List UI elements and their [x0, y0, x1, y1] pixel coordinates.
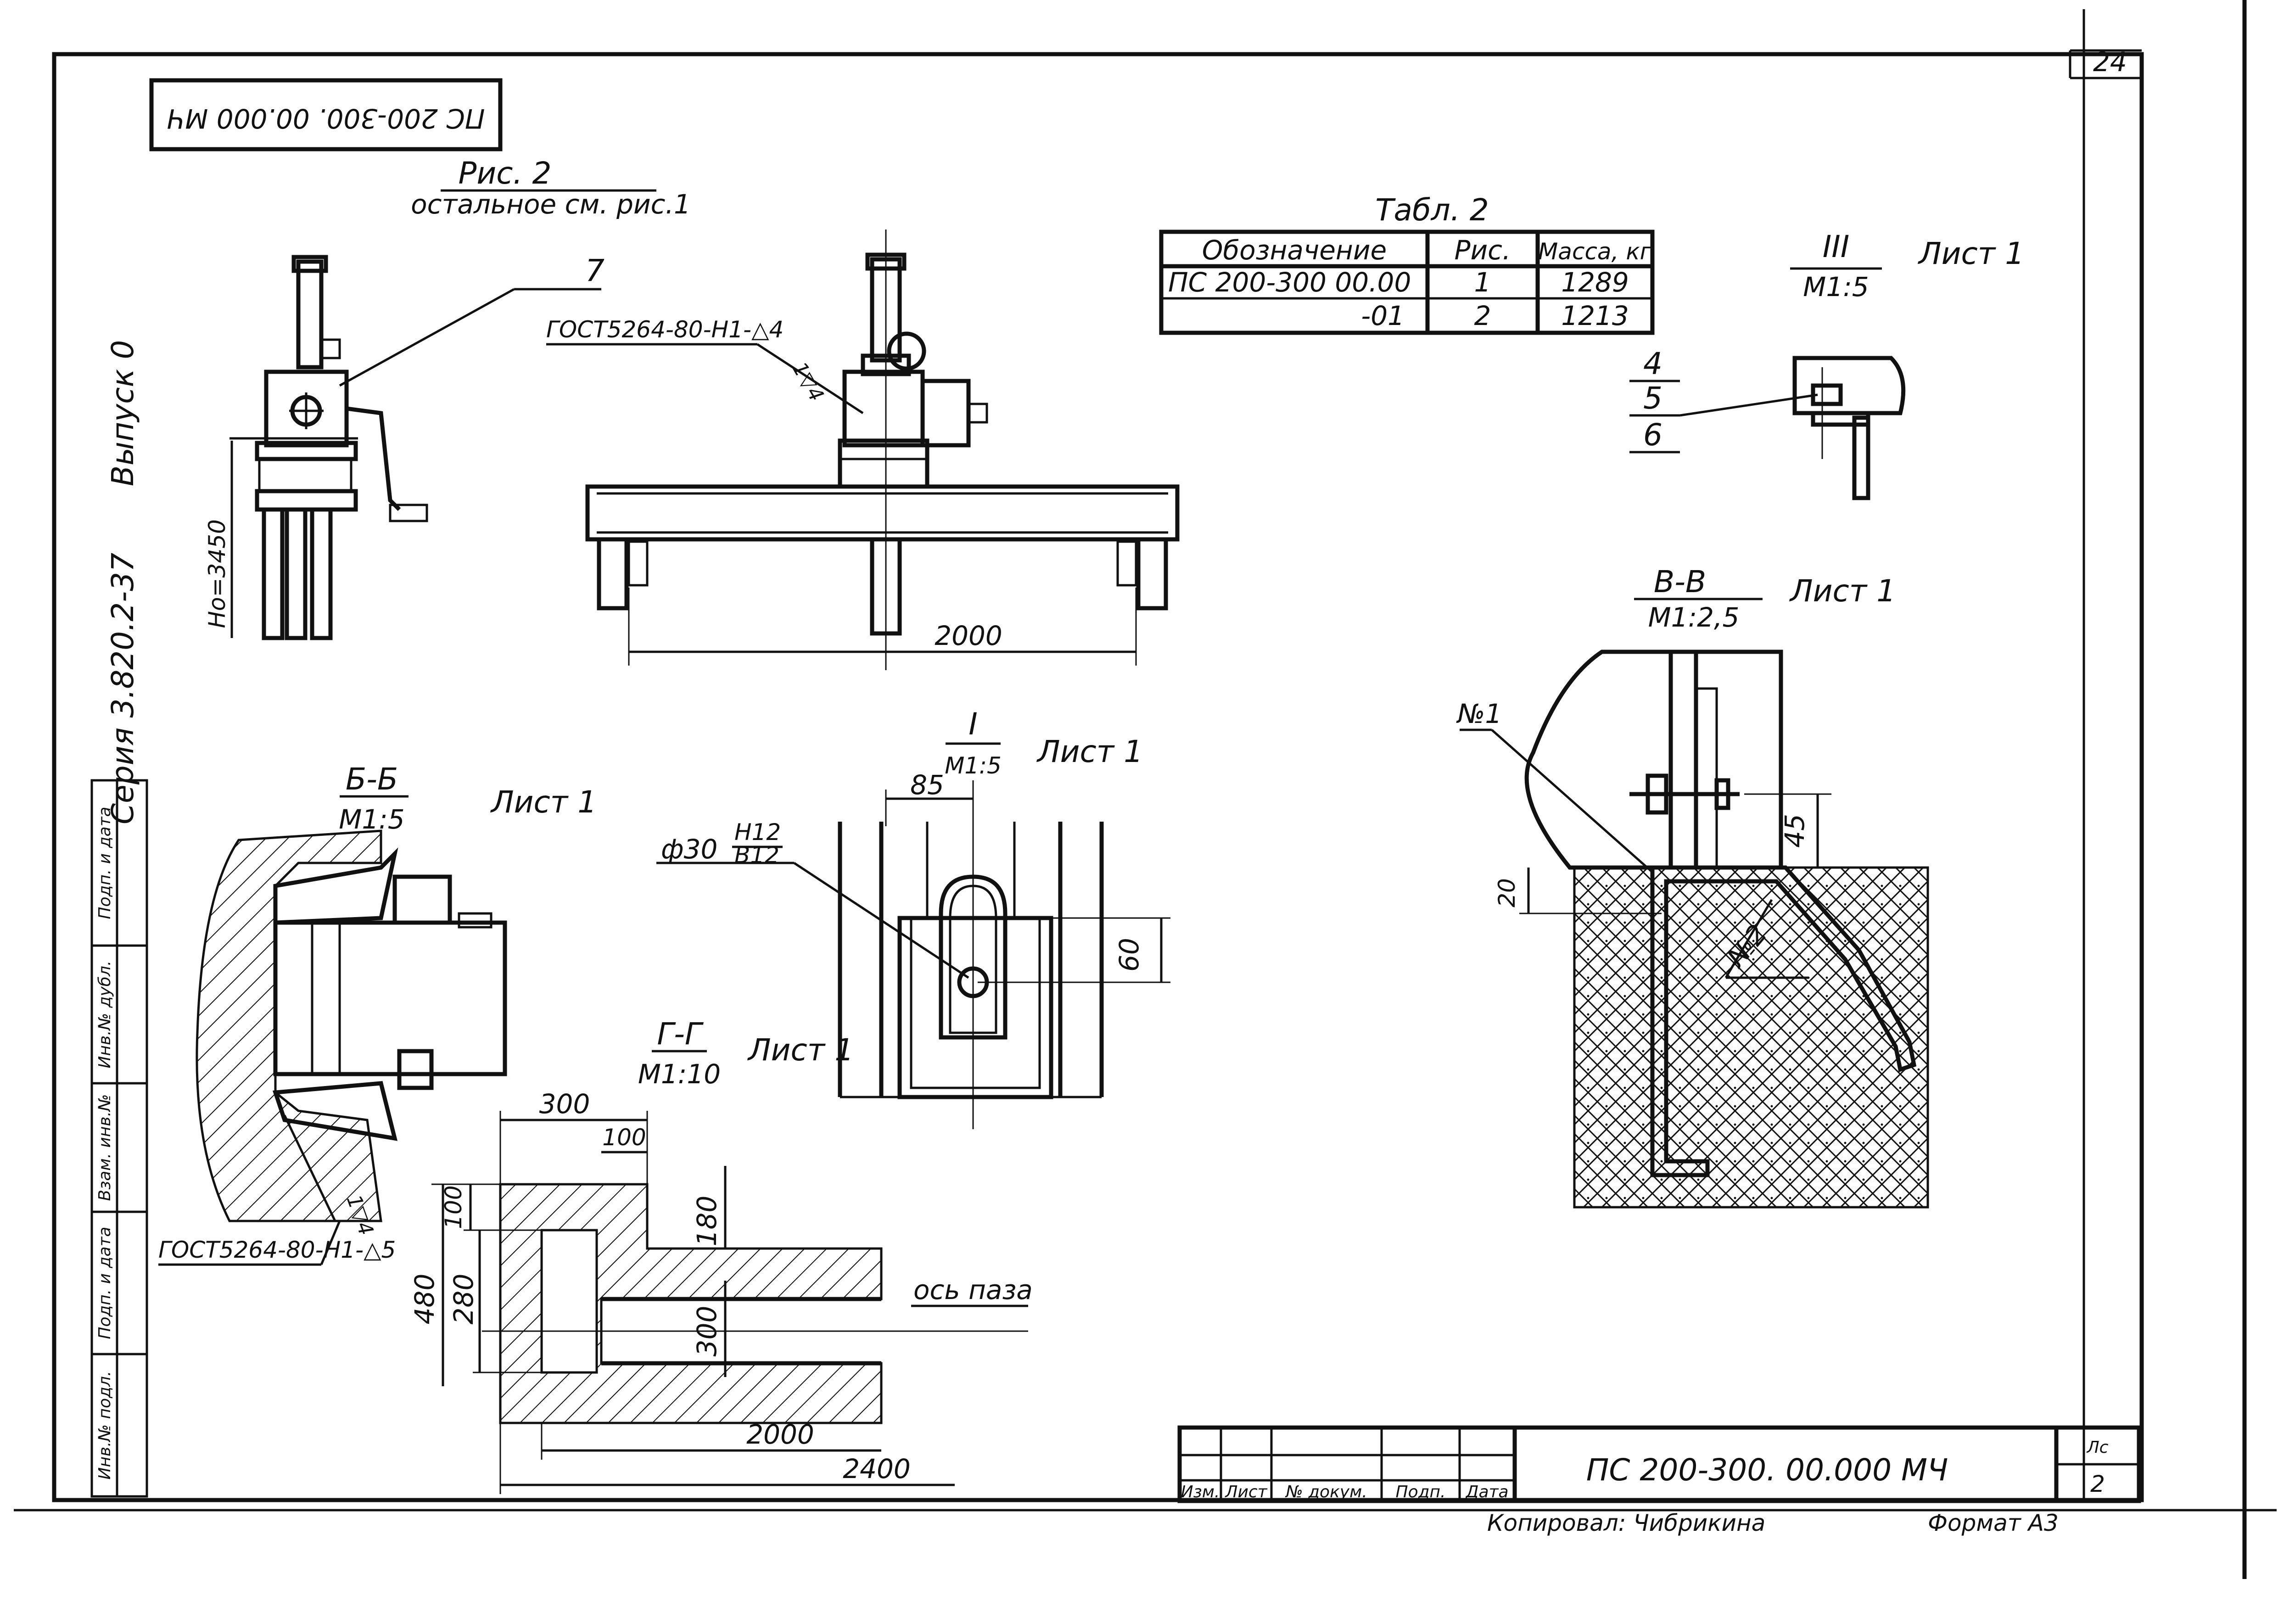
- table2-row2-fig: 2: [1474, 300, 1491, 331]
- table2-row2-designation: -01: [1361, 300, 1405, 331]
- fig2-weld-note: ГОСТ5264-80-Н1-△4: [546, 316, 784, 343]
- view1-fit: ф30: [661, 834, 717, 865]
- title-block-header-date: Дата: [1465, 1483, 1508, 1501]
- viewVV-dim-45: 45: [1779, 814, 1810, 848]
- side-stamp-cell-5: Подп. и дата: [95, 806, 114, 919]
- fig2-weld-size: 1▽4: [787, 358, 828, 405]
- title-block-header-doc: № докум.: [1285, 1483, 1367, 1501]
- viewVV-dim-20: 20: [1494, 878, 1520, 907]
- view1-mark: I: [968, 706, 977, 742]
- view3-callout-5: 5: [1643, 381, 1662, 416]
- viewVV-title: В-В: [1654, 564, 1706, 599]
- drawing-frame: [14, 0, 2277, 1579]
- title-block-designation: ПС 200-300. 00.000 МЧ: [1586, 1452, 1948, 1488]
- top-stamp-designation: ПС 200-300. 00.000 МЧ: [167, 103, 485, 134]
- issue-label: Выпуск 0: [105, 340, 140, 487]
- table2-row1-mass: 1289: [1561, 267, 1629, 298]
- table-2: Табл. 2 Обозначение Рис. Масса, кг ПС 20…: [1159, 192, 1655, 335]
- view-I: I М1:5 Лист 1 85 ф30 Н12 В12: [656, 706, 1170, 1129]
- viewBB-title: Б-Б: [346, 762, 398, 797]
- viewBB-scale: М1:5: [339, 804, 404, 835]
- viewBB-weld-note: ГОСТ5264-80-Н1-△5: [158, 1237, 396, 1263]
- footer-format: Формат А3: [1928, 1510, 2059, 1536]
- fig2-side-view: Рис. 2 остальное см. рис.1 7 Hо=3450: [204, 156, 691, 640]
- side-stamp-cell-1: Инв.№ подл.: [95, 1371, 114, 1480]
- viewVV-pos1: №1: [1456, 698, 1502, 729]
- viewGG-scale: М1:10: [638, 1058, 721, 1090]
- viewGG-dim-2400: 2400: [843, 1453, 911, 1484]
- title-block: Изм. Лист № докум. Подп. Дата ПС 200-300…: [1177, 1425, 2141, 1503]
- view3-mark: III: [1823, 229, 1849, 264]
- view3-sheet: Лист 1: [1918, 236, 2024, 271]
- table2-header-mass: Масса, кг: [1538, 238, 1652, 265]
- viewGG-dim-2000: 2000: [746, 1419, 814, 1450]
- title-block-sheet-no: 2: [2090, 1471, 2105, 1497]
- viewGG-dim-100: 100: [602, 1124, 646, 1151]
- fig2-width-dim: 2000: [935, 620, 1002, 651]
- fig2-callout-7: 7: [585, 253, 605, 288]
- table2-header-fig: Рис.: [1455, 235, 1511, 266]
- series-label: Серия 3.820.2-37: [105, 553, 140, 824]
- viewGG-dim-180: 180: [691, 1196, 722, 1247]
- title-block-header-sign: Подп.: [1396, 1483, 1446, 1501]
- title-block-header-change: Изм.: [1181, 1483, 1220, 1501]
- fig2-front-view: ГОСТ5264-80-Н1-△4 1▽4 2000: [546, 230, 1180, 670]
- view1-dim-60: 60: [1114, 938, 1145, 972]
- view1-dim-85: 85: [910, 769, 944, 801]
- viewGG-dim-280: 280: [448, 1274, 479, 1325]
- viewGG-axis-label: ось паза: [913, 1274, 1033, 1305]
- view1-sheet: Лист 1: [1036, 734, 1143, 769]
- view3-callout-6: 6: [1643, 417, 1662, 453]
- viewVV-scale: М1:2,5: [1648, 602, 1740, 633]
- view1-fit-b: В12: [734, 842, 779, 868]
- viewGG-sheet: Лист 1: [747, 1032, 854, 1068]
- side-stamp-cell-3: Взам. инв.№: [95, 1094, 114, 1201]
- viewGG-dim-480: 480: [409, 1274, 440, 1325]
- view-VV: В-В М1:2,5 Лист 1 №1 №2 45 20: [1456, 564, 1929, 1209]
- view1-scale: М1:5: [945, 752, 1002, 779]
- view1-fit-h: Н12: [734, 819, 781, 846]
- table2-header-designation: Обозначение: [1202, 235, 1387, 266]
- view-BB: Б-Б М1:5 Лист 1 ГОСТ5264-80-Н1-△5 1▽4: [158, 762, 597, 1266]
- footer-copied: Копировал: Чибрикина: [1487, 1510, 1765, 1536]
- view3-scale: М1:5: [1803, 271, 1869, 302]
- title-block-sheet-label: Лс: [2086, 1438, 2109, 1457]
- viewGG-dim-300: 300: [539, 1088, 590, 1120]
- viewVV-sheet: Лист 1: [1789, 573, 1896, 609]
- side-stamp-cell-2: Подп. и дата: [95, 1226, 114, 1339]
- fig2-subtitle: остальное см. рис.1: [411, 189, 691, 220]
- view-GG: Г-Г М1:10 Лист 1 300 100 100 480 280 180…: [409, 1016, 1033, 1494]
- viewGG-dim-300v: 300: [691, 1306, 722, 1357]
- table2-caption: Табл. 2: [1375, 192, 1489, 228]
- fig2-title: Рис. 2: [459, 156, 552, 191]
- viewBB-sheet: Лист 1: [490, 784, 597, 820]
- view3-callout-4: 4: [1643, 346, 1662, 381]
- title-block-header-sheet: Лист: [1224, 1483, 1267, 1501]
- sheet-number: 24: [2093, 46, 2127, 78]
- table2-row2-mass: 1213: [1561, 300, 1629, 331]
- fig2-height-dim: Hо=3450: [204, 519, 230, 628]
- side-stamp: Инв.№ подл. Подп. и дата Взам. инв.№ Инв…: [90, 779, 148, 1498]
- view-III: III М1:5 Лист 1 4 5 6: [1629, 229, 2024, 500]
- table2-row1-designation: ПС 200-300 00.00: [1168, 267, 1411, 298]
- viewGG-dim-100v: 100: [440, 1185, 467, 1229]
- side-stamp-cell-4: Инв.№ дубл.: [95, 961, 114, 1069]
- top-stamp: ПС 200-300. 00.000 МЧ: [149, 78, 503, 151]
- viewGG-title: Г-Г: [657, 1016, 704, 1052]
- table2-row1-fig: 1: [1474, 267, 1491, 298]
